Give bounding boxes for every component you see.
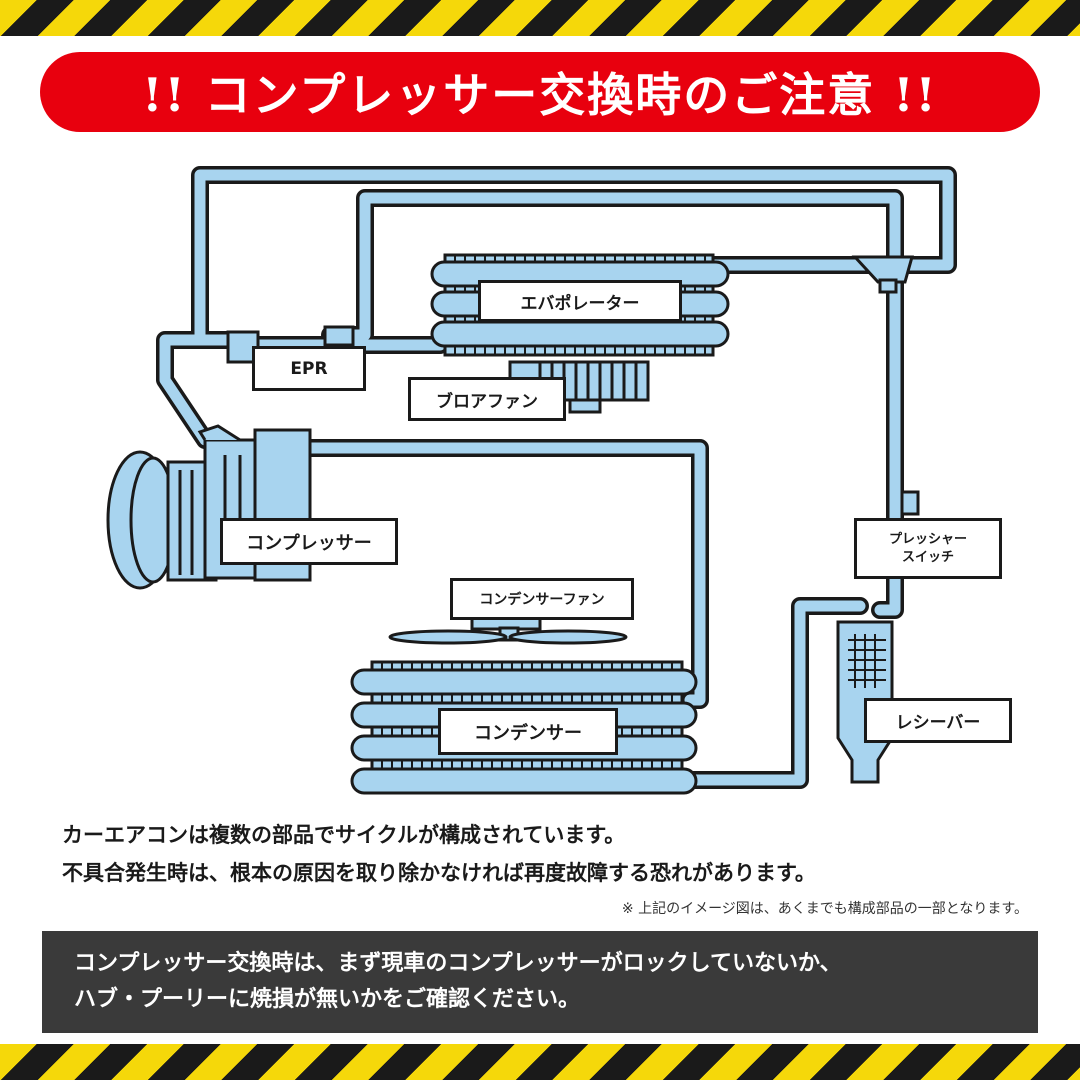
condenser-label-text: コンデンサー [474, 722, 582, 744]
page-title: !! コンプレッサー交換時のご注意 !! [142, 68, 938, 122]
notice-box: コンプレッサー交換時は、まず現車のコンプレッサーがロックしていないか、 ハブ・プ… [42, 931, 1038, 1033]
notice-line-2: ハブ・プーリーに焼損が無いかをご確認ください。 [74, 987, 581, 1012]
description-line-2: 不具合発生時は、根本の原因を取り除かなければ再度故障する恐れがあります。 [62, 861, 816, 885]
evaporator-label-text: エバポレーター [520, 293, 640, 314]
condenser-fan-unit [388, 615, 628, 645]
receiver-label: レシーバー [864, 698, 1012, 743]
condenser-label: コンデンサー [438, 708, 618, 755]
expansion-valve [851, 255, 914, 294]
footnote: ※ 上記のイメージ図は、あくまでも構成部品の一部となります。 [621, 901, 1028, 917]
notice-line-1: コンプレッサー交換時は、まず現車のコンプレッサーがロックしていないか、 [74, 951, 842, 976]
hazard-stripe-bottom [0, 1044, 1080, 1080]
title-banner: !! コンプレッサー交換時のご注意 !! [40, 52, 1040, 132]
epr-label-text: EPR [290, 358, 328, 379]
description: カーエアコンは複数の部品でサイクルが構成されています。 不具合発生時は、根本の原… [62, 816, 1022, 892]
evaporator-label: エバポレーター [478, 280, 682, 322]
pipes [159, 169, 954, 786]
compressor-label-text: コンプレッサー [246, 532, 372, 554]
epr-label: EPR [252, 346, 366, 391]
condenser-fan-label-text: コンデンサーファン [479, 592, 605, 608]
pressure-switch-label: プレッシャー スイッチ [854, 518, 1002, 579]
hazard-stripe-top [0, 0, 1080, 36]
receiver-label-text: レシーバー [895, 713, 981, 733]
pressure-switch-label-line1: プレッシャー [888, 531, 967, 547]
condenser-fan-label: コンデンサーファン [450, 578, 634, 620]
pressure-switch-label-line2: スイッチ [901, 549, 954, 565]
blower-fan-label-text: ブロアファン [436, 391, 538, 412]
blower-fan-label: ブロアファン [408, 377, 566, 421]
compressor-label: コンプレッサー [220, 518, 398, 565]
description-line-1: カーエアコンは複数の部品でサイクルが構成されています。 [62, 823, 626, 847]
pressure-switch-fitting [900, 490, 920, 516]
